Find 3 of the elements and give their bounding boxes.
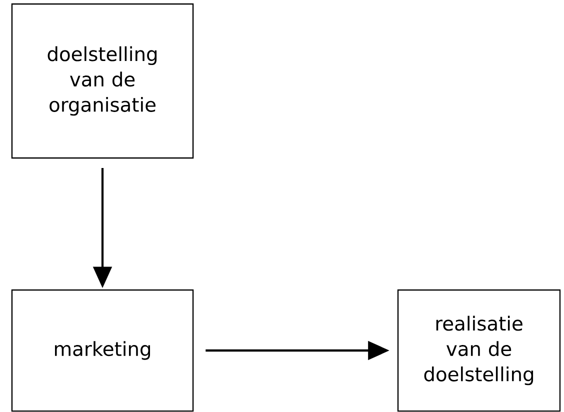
text-box: doelstelling van de organisatie bbox=[11, 3, 194, 159]
text-box: realisatie van de doelstelling bbox=[397, 289, 561, 412]
text-box: marketing bbox=[11, 289, 194, 412]
